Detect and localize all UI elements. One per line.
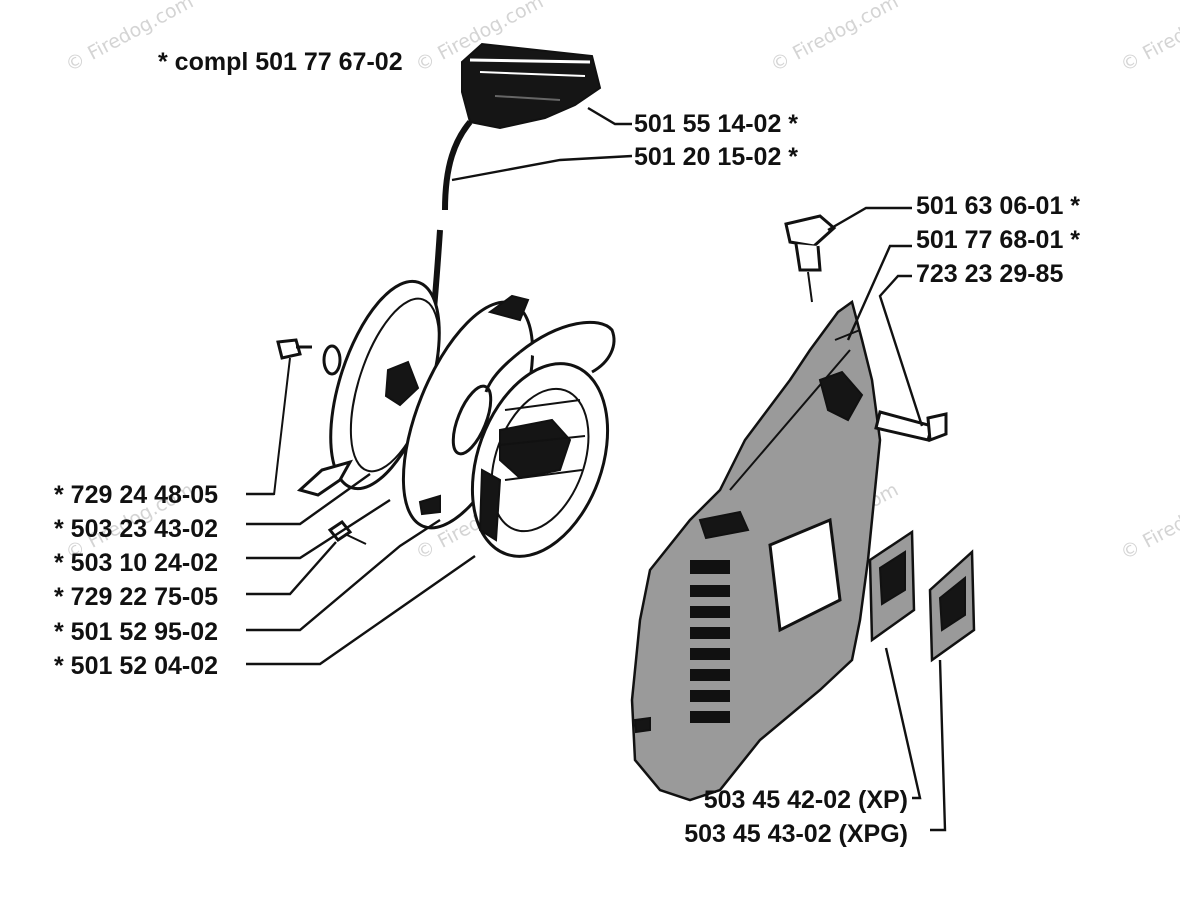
callout-small-screw: * 729 22 75-05 bbox=[54, 583, 218, 611]
cover-screw-part bbox=[874, 410, 948, 443]
starter-cord bbox=[429, 120, 473, 331]
decal-xpg-part bbox=[928, 549, 976, 663]
callout-decal-xp: 503 45 42-02 (XP) bbox=[704, 786, 908, 814]
labels: * compl 501 77 67-02 501 55 14-02 * 501 … bbox=[54, 48, 1080, 848]
callout-cord: 501 20 15-02 * bbox=[634, 143, 798, 171]
starter-cover-part bbox=[630, 299, 882, 802]
small-screw-part bbox=[327, 519, 367, 545]
bushing-part bbox=[784, 214, 837, 303]
callout-cover-screw: 723 23 29-85 bbox=[916, 260, 1063, 288]
decal-xp-part bbox=[868, 529, 916, 643]
watermark: © Firedog.com bbox=[1117, 0, 1180, 76]
callout-flywheel-cover: * 501 52 04-02 bbox=[54, 652, 218, 680]
watermark: © Firedog.com bbox=[1117, 479, 1180, 565]
callout-decal-xpg: 503 45 43-02 (XPG) bbox=[684, 820, 908, 848]
assembly-label: * compl 501 77 67-02 bbox=[158, 48, 403, 76]
callout-spring-pulley: * 503 10 24-02 bbox=[54, 549, 218, 577]
watermark: © Firedog.com bbox=[767, 0, 902, 76]
starter-handle bbox=[461, 42, 602, 130]
leader-lines bbox=[246, 106, 947, 832]
screw-left-part bbox=[273, 338, 312, 496]
callout-pulley: * 501 52 95-02 bbox=[54, 618, 218, 646]
flywheel-cover-part bbox=[470, 320, 616, 558]
callout-handle: 501 55 14-02 * bbox=[634, 110, 798, 138]
callout-screw-left: * 729 24 48-05 bbox=[54, 481, 218, 509]
callout-pawl: 501 77 68-01 * bbox=[916, 226, 1080, 254]
callout-washer: * 503 23 43-02 bbox=[54, 515, 218, 543]
callout-bushing: 501 63 06-01 * bbox=[916, 192, 1080, 220]
pulley-disc-part bbox=[401, 294, 535, 530]
washer-part bbox=[322, 344, 342, 376]
